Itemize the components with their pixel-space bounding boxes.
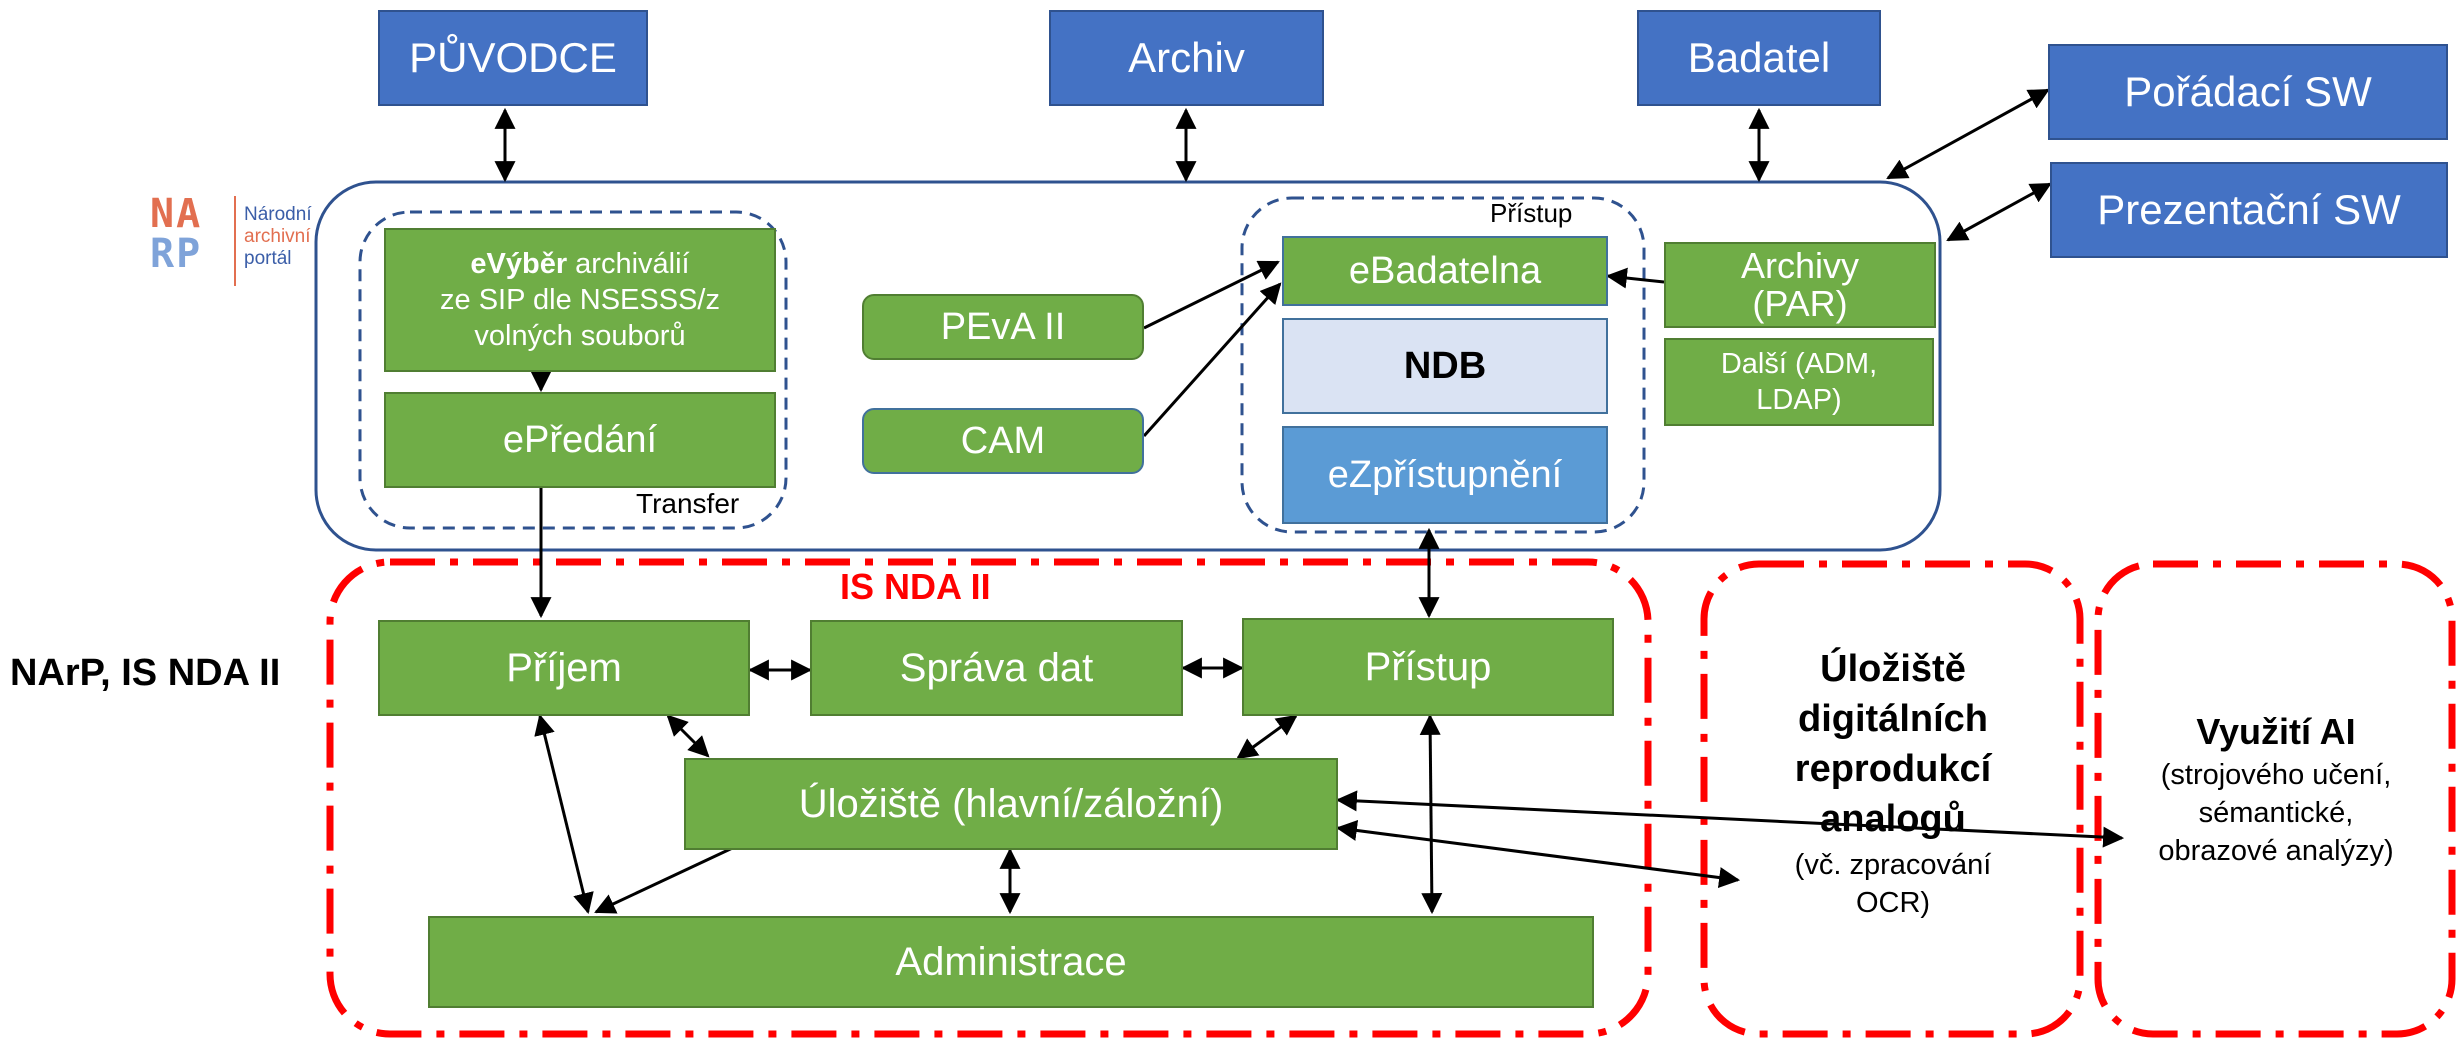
- archiv-label: Archiv: [1128, 34, 1245, 81]
- peva-box[interactable]: PEvA II: [862, 294, 1144, 360]
- ezpristupneni-box[interactable]: eZpřístupnění: [1282, 426, 1608, 524]
- is-nda-frame: [326, 558, 1652, 1038]
- evyber-rest: archiválií: [567, 248, 690, 280]
- prijem-box[interactable]: Příjem: [378, 620, 750, 716]
- logo-text: Národní archivní portál: [244, 204, 312, 270]
- uloziste-box[interactable]: Úložiště (hlavní/záložní): [684, 758, 1338, 850]
- evyber-line-1: eVýběr archiválií: [470, 246, 689, 282]
- epredani-box[interactable]: ePředání: [384, 392, 776, 488]
- cam-label: CAM: [960, 419, 1046, 462]
- dalsi-label: Další (ADM, LDAP): [1720, 348, 1878, 416]
- logo-line-3: portál: [244, 248, 292, 269]
- poradaci-sw-label: Pořádací SW: [2124, 68, 2372, 115]
- ndb-label: NDB: [1403, 344, 1487, 387]
- dalsi-box[interactable]: Další (ADM, LDAP): [1664, 338, 1934, 426]
- evyber-box[interactable]: eVýběr archiválií ze SIP dle NSESSS/z vo…: [384, 228, 776, 372]
- transfer-group-frame: [358, 210, 788, 530]
- logo-divider: [234, 196, 236, 286]
- administrace-label: Administrace: [895, 939, 1127, 984]
- poradaci-sw-box[interactable]: Pořádací SW: [2048, 44, 2448, 140]
- digital-storage-note: (vč. zpracování OCR): [1794, 849, 1992, 919]
- epredani-label: ePředání: [502, 418, 658, 461]
- archivy-par-box[interactable]: Archivy (PAR): [1664, 242, 1936, 328]
- uloziste-label: Úložiště (hlavní/záložní): [798, 781, 1224, 826]
- badatel-box[interactable]: Badatel: [1637, 10, 1881, 106]
- pristup-group-label: Přístup: [1490, 198, 1573, 228]
- sprava-dat-label: Správa dat: [899, 645, 1094, 690]
- pristup-label: Přístup: [1364, 644, 1492, 689]
- is-nda-title: IS NDA II: [840, 566, 991, 607]
- cam-box[interactable]: CAM: [862, 408, 1144, 474]
- digital-storage-text: Úložiště digitálních reprodukcí analogů …: [1712, 644, 2074, 922]
- pristup-box[interactable]: Přístup: [1242, 618, 1614, 716]
- logo-line-1: Národní: [244, 204, 312, 225]
- ai-title: Využití AI: [2196, 711, 2356, 752]
- prezentacni-sw-label: Prezentační SW: [2097, 186, 2401, 233]
- ai-text: Využití AI (strojového učení, sémantické…: [2106, 708, 2446, 870]
- peva-label: PEvA II: [940, 305, 1066, 348]
- puvodce-box[interactable]: PŮVODCE: [378, 10, 648, 106]
- logo-line-2: archivní: [244, 226, 311, 247]
- ezpristupneni-label: eZpřístupnění: [1327, 453, 1563, 496]
- evyber-bold: eVýběr: [470, 248, 568, 280]
- sprava-dat-box[interactable]: Správa dat: [810, 620, 1183, 716]
- archiv-box[interactable]: Archiv: [1049, 10, 1324, 106]
- narp-frame: [314, 180, 1942, 552]
- administrace-box[interactable]: Administrace: [428, 916, 1594, 1008]
- ebadatelna-label: eBadatelna: [1348, 249, 1542, 292]
- pristup-group-frame: [1240, 196, 1646, 534]
- puvodce-label: PŮVODCE: [409, 34, 617, 81]
- archivy-par-label: Archivy (PAR): [1740, 245, 1860, 324]
- badatel-label: Badatel: [1687, 34, 1831, 81]
- prezentacni-sw-box[interactable]: Prezentační SW: [2050, 162, 2448, 258]
- ndb-box[interactable]: NDB: [1282, 318, 1608, 414]
- evyber-line-3: volných souborů: [474, 320, 686, 352]
- ebadatelna-box[interactable]: eBadatelna: [1282, 236, 1608, 306]
- prijem-label: Příjem: [506, 645, 622, 690]
- evyber-line-2: ze SIP dle NSESSS/z: [440, 284, 720, 316]
- digital-storage-title: Úložiště digitálních reprodukcí analogů: [1794, 648, 1992, 840]
- ai-note: (strojového učení, sémantické, obrazové …: [2158, 759, 2394, 867]
- narp-is-nda-side-label: NArP, IS NDA II: [10, 652, 281, 694]
- transfer-group-label: Transfer: [636, 488, 740, 519]
